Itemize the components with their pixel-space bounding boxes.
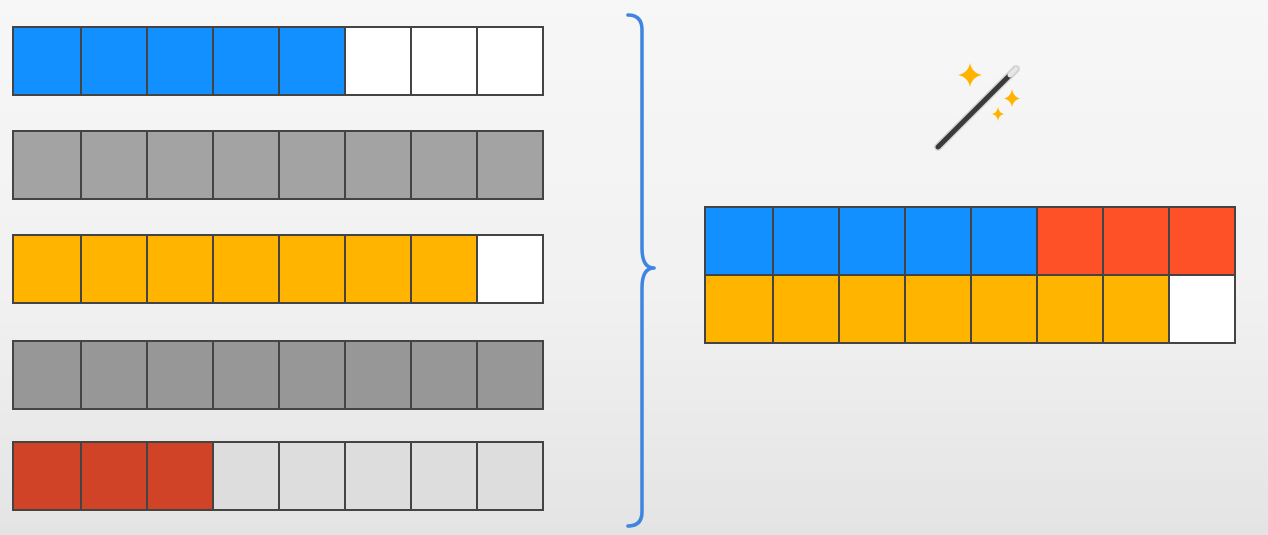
merged-cell-blue [772,208,838,274]
bar-cell-blue [14,28,80,94]
bar-cell-gray [212,132,278,198]
merged-cell-blue [904,208,970,274]
bar-cell-light [410,443,476,509]
bar-cell-gray [410,132,476,198]
merged-cell-white [1168,276,1234,342]
bar-cell-gray_dark [344,342,410,408]
bar-cell-gray_dark [410,342,476,408]
bar-cell-gray_dark [278,342,344,408]
bar-cell-yellow [278,236,344,302]
right-curly-brace-icon [626,13,656,528]
merged-cell-blue [838,208,904,274]
bar-cell-gray [344,132,410,198]
bar-cell-white [476,236,542,302]
merged-cell-red-bright [1102,208,1168,274]
yellow-bar [12,234,544,304]
sparkle-medium-icon [1004,89,1020,107]
gray-bar-1 [12,130,544,200]
bar-cell-light [212,443,278,509]
merged-cell-yellow [838,276,904,342]
bar-cell-blue [80,28,146,94]
bar-cell-gray_dark [14,342,80,408]
magic-wand-icon [934,63,1020,151]
merged-cell-yellow [772,276,838,342]
bar-cell-yellow [146,236,212,302]
bar-cell-gray [146,132,212,198]
bar-cell-blue [212,28,278,94]
merged-bar [704,206,1236,344]
merged-cell-red-bright [1168,208,1234,274]
bar-cell-gray [14,132,80,198]
bar-cell-white [410,28,476,94]
bar-cell-gray [278,132,344,198]
bar-cell-yellow [344,236,410,302]
bar-cell-yellow [80,236,146,302]
merged-cell-yellow [1036,276,1102,342]
bar-cell-light [278,443,344,509]
bar-cell-red [146,443,212,509]
merged-cell-yellow [904,276,970,342]
merged-row-2 [706,274,1234,342]
gray-bar-2 [12,340,544,410]
bar-cell-gray_dark [80,342,146,408]
bar-cell-white [476,28,542,94]
bar-cell-gray_dark [476,342,542,408]
sparkle-small-icon [992,107,1004,121]
merged-cell-yellow [970,276,1036,342]
sparkle-large-icon [958,63,982,87]
merged-cell-blue [970,208,1036,274]
merged-cell-red-bright [1036,208,1102,274]
bar-cell-gray_dark [212,342,278,408]
merged-cell-yellow [1102,276,1168,342]
blue-bar [12,26,544,96]
bar-cell-red [14,443,80,509]
bar-cell-yellow [212,236,278,302]
bar-cell-gray_dark [146,342,212,408]
red-bar [12,441,544,511]
bar-cell-yellow [410,236,476,302]
bar-cell-white [344,28,410,94]
bar-cell-light [476,443,542,509]
bar-cell-blue [146,28,212,94]
merged-cell-yellow [706,276,772,342]
bar-cell-red [80,443,146,509]
bar-cell-yellow [14,236,80,302]
bar-cell-blue [278,28,344,94]
bar-cell-gray [80,132,146,198]
bar-cell-light [344,443,410,509]
bar-cell-gray [476,132,542,198]
merged-cell-blue [706,208,772,274]
merged-row-1 [706,208,1234,274]
